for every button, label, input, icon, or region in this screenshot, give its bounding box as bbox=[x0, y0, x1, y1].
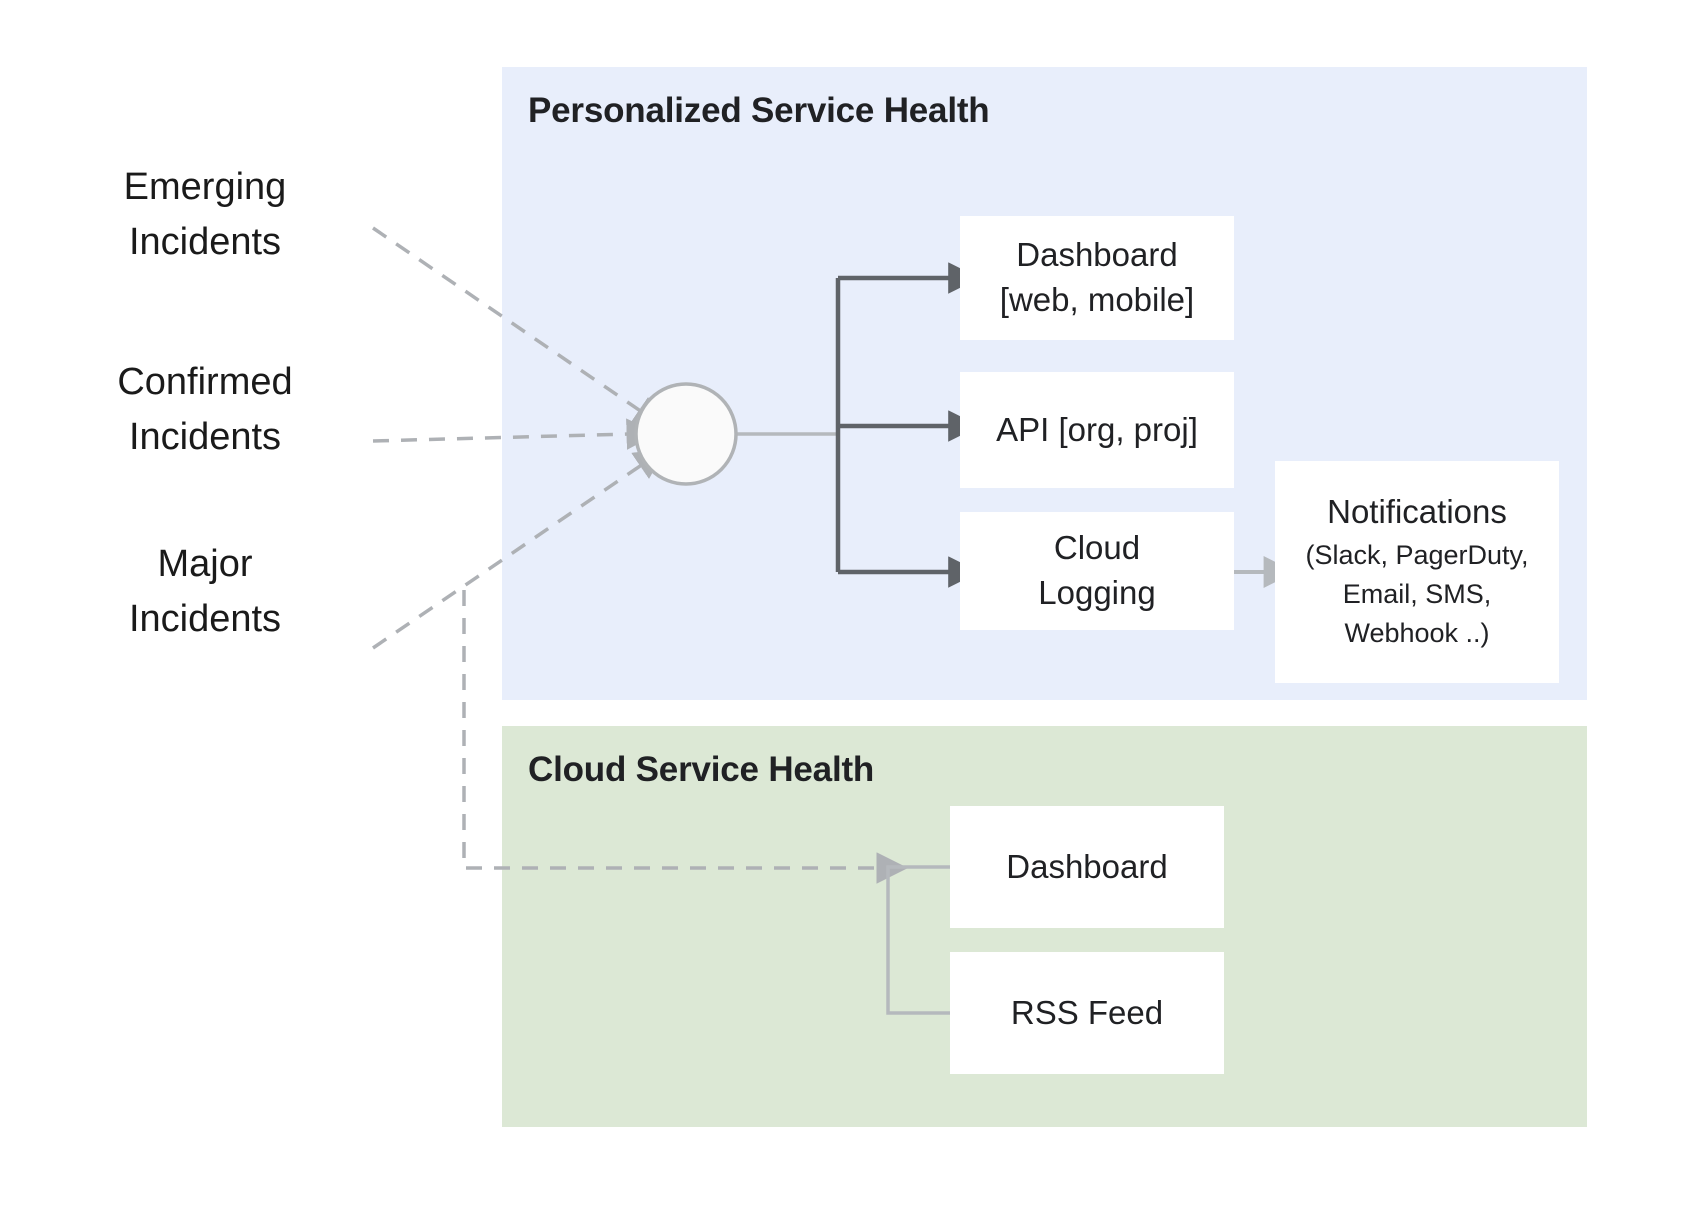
node-cloud-logging-label: Cloud Logging bbox=[1038, 529, 1156, 611]
node-csh-dashboard-label: Dashboard bbox=[1006, 847, 1168, 885]
node-dashboard-web-mobile-label: Dashboard [web, mobile] bbox=[999, 236, 1195, 318]
node-cloud-logging[interactable]: Cloud Logging bbox=[960, 512, 1234, 630]
source-label-confirmed-incidents: Confirmed Incidents bbox=[117, 361, 293, 459]
node-notifications[interactable]: Notifications (Slack, PagerDuty, Email, … bbox=[1275, 461, 1559, 683]
node-api-org-proj-label: API [org, proj] bbox=[996, 410, 1198, 448]
node-notifications-channels: (Slack, PagerDuty, Email, SMS, Webhook .… bbox=[1305, 539, 1529, 649]
source-label-major-incidents: Major Incidents bbox=[128, 543, 282, 641]
node-notifications-content: Notifications (Slack, PagerDuty, Email, … bbox=[1305, 491, 1528, 654]
node-csh-rss-feed[interactable]: RSS Feed bbox=[950, 952, 1224, 1074]
node-api-org-proj[interactable]: API [org, proj] bbox=[960, 372, 1234, 488]
node-csh-rss-feed-label: RSS Feed bbox=[1010, 993, 1164, 1031]
node-dashboard-web-mobile[interactable]: Dashboard [web, mobile] bbox=[960, 216, 1234, 340]
source-label-emerging-incidents: Emerging Incidents bbox=[123, 166, 287, 264]
node-csh-dashboard[interactable]: Dashboard bbox=[950, 806, 1224, 928]
panel-title-personalized-service-health: Personalized Service Health bbox=[528, 91, 990, 130]
panel-title-cloud-service-health: Cloud Service Health bbox=[528, 750, 875, 789]
node-notifications-label: Notifications bbox=[1327, 492, 1507, 530]
